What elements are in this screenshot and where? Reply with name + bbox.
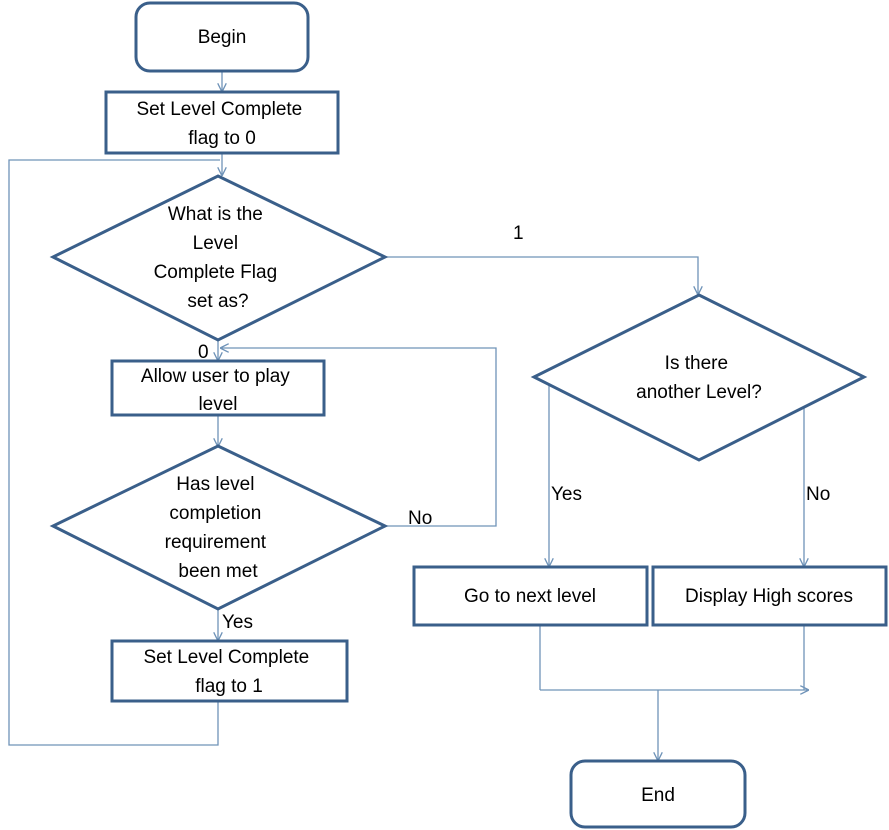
set-flag-1-loop-back-arrow [8, 159, 220, 746]
set-flag-1-label: Set Level Complete flag to 1 [143, 647, 314, 697]
flag-question-diamond [49, 174, 389, 342]
another-level-question-label: Is there another Level? [636, 353, 762, 403]
edge-label-another-yes: Yes [551, 484, 582, 505]
flag-1-to-another-level-arrow [385, 256, 698, 294]
requirement-question-label: Has level completion requirement been me… [165, 474, 272, 582]
begin-terminal [134, 1, 310, 73]
set-flag-0-label: Set Level Complete flag to 0 [136, 99, 307, 149]
set-flag-0-box [104, 90, 340, 155]
high-scores-label: Display High scores [685, 586, 853, 607]
edge-label-flag-1: 1 [513, 223, 524, 244]
high-scores-box [651, 565, 888, 627]
edge-label-another-no: No [806, 484, 830, 505]
requirement-no-loop-arrow [221, 348, 497, 527]
next-level-box [412, 565, 649, 627]
edge-label-flag-0: 0 [198, 342, 209, 363]
end-label: End [641, 785, 675, 806]
edge-label-requirement-no: No [408, 508, 432, 529]
another-level-question-diamond [530, 293, 868, 462]
edge-label-requirement-yes: Yes [222, 612, 253, 633]
requirement-question-diamond [49, 444, 389, 611]
connectors [8, 71, 808, 760]
play-level-box [110, 359, 326, 417]
set-flag-1-box [110, 639, 349, 703]
next-level-label: Go to next level [464, 586, 596, 607]
end-terminal [569, 759, 747, 829]
flag-question-label: What is the Level Complete Flag set as? [154, 204, 283, 312]
begin-label: Begin [198, 27, 247, 48]
play-level-label: Allow user to play level [141, 366, 295, 415]
